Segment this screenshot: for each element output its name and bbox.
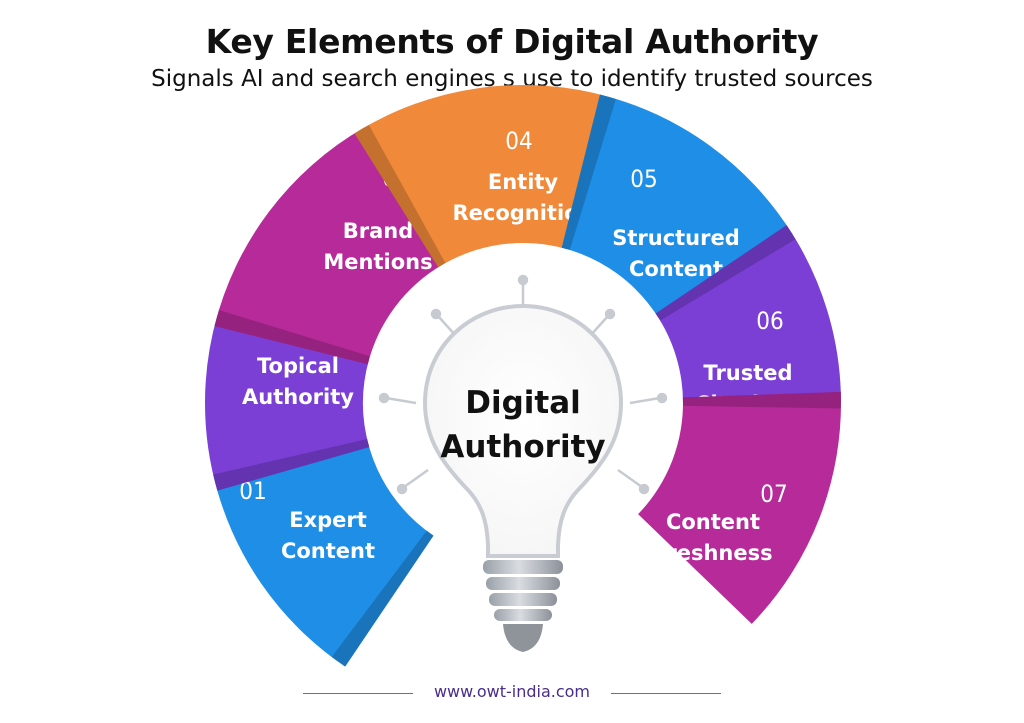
segment-seam (655, 225, 796, 321)
segment-label-line2: Mentions (323, 250, 432, 274)
segment-label-line2: Content (629, 257, 723, 281)
segment-label-line2: Content (281, 539, 375, 563)
segment-number: 06 (756, 307, 783, 335)
segment-seam (213, 438, 370, 491)
segment-label-line1: Expert (289, 508, 367, 532)
segment-seam (214, 310, 370, 365)
segment-seam (354, 124, 446, 268)
segment-number: 05 (630, 165, 657, 193)
center-label-line1: Digital (465, 385, 581, 421)
segment-label-line1: Brand (343, 219, 414, 243)
light-bulb-icon (368, 248, 678, 652)
center-label-line2: Authority (440, 429, 605, 465)
segment-label-line1: Entity (488, 170, 559, 194)
footer-url[interactable]: www.owt-india.com (433, 682, 591, 701)
segment-seam (561, 94, 616, 250)
segment-seam (331, 530, 434, 667)
segment-03 (214, 127, 443, 365)
segment-02 (204, 315, 370, 491)
segment-01 (213, 438, 434, 667)
segment-07 (638, 391, 841, 624)
segment-seam (682, 391, 841, 409)
segment-number: 04 (505, 127, 532, 155)
segments-ring: 01ExpertContent02TopicalAuthority03Brand… (204, 85, 841, 667)
segment-label-line2: Freshness (653, 541, 772, 565)
segment-label-line1: Content (666, 510, 760, 534)
segment-number: 07 (760, 480, 787, 508)
segment-label-line1: Structured (612, 226, 740, 250)
segment-label-line1: Trusted (703, 361, 792, 385)
segment-04 (354, 85, 611, 268)
page-title: Key Elements of Digital Authority (205, 22, 819, 61)
footer-divider-left (303, 693, 413, 694)
footer-divider-right (611, 693, 721, 694)
segment-label-line1: Topical (257, 354, 339, 378)
segment-label-line2: Authority (242, 385, 354, 409)
segment-06 (655, 225, 841, 403)
